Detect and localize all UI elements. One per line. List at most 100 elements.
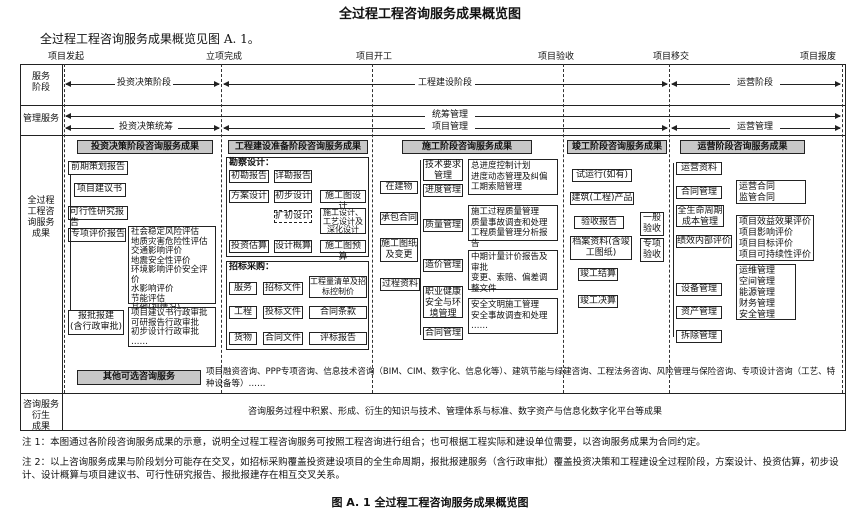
- result-box: 合同管理: [423, 327, 463, 340]
- result-box: 全生命周期成本管理: [676, 205, 724, 227]
- special-eval-list: 社会稳定风险评估 地质灾害危险性评估 交通影响评价 地震安全性评价 环境影响评价…: [128, 226, 216, 313]
- mgmt-overall: 统筹管理: [425, 110, 475, 121]
- result-box: 投资估算: [229, 240, 269, 253]
- result-box: 货物: [229, 332, 257, 345]
- stage-build: 工程建设阶段: [415, 78, 475, 89]
- page-title: 全过程工程咨询服务成果概览图: [338, 7, 521, 22]
- row-label-mgmt: 管理服务: [22, 114, 59, 124]
- result-box: 验收报告: [574, 216, 624, 229]
- result-box: 专项验收: [640, 238, 664, 262]
- milestone-approval: 立项完成: [206, 52, 243, 62]
- milestone-scrap: 项目报废: [800, 52, 837, 62]
- result-box: 职业健康安全与环境管理: [423, 286, 463, 319]
- approval-list: 项目建议书行政审批 可研报告行政审批 初步设计行政审批 ……: [128, 307, 216, 347]
- result-box: 竣工决算: [578, 295, 618, 308]
- milestone-line: [669, 64, 670, 393]
- milestone-start: 项目发起: [48, 52, 85, 62]
- result-box: 施工图设计: [320, 190, 366, 212]
- result-box: 建筑(工程)产品: [570, 192, 634, 205]
- detail-list: 施工过程质量管理 质量事故调查和处理 工程质量管理分析报告: [468, 205, 558, 249]
- milestone-line: [221, 64, 222, 393]
- phase-header-invest: 投资决策阶段咨询服务成果: [77, 140, 213, 154]
- result-box: 竣工结算: [578, 268, 618, 281]
- row-label-stage: 服务 阶段: [31, 72, 50, 93]
- milestone-construction: 项目开工: [356, 52, 393, 62]
- procurement-label: 招标采购：: [229, 262, 275, 272]
- milestone-acceptance: 项目验收: [538, 52, 575, 62]
- row-divider-2: [20, 135, 846, 136]
- result-box: 工程: [229, 306, 257, 319]
- note-1: 注 1：本图通过各阶段咨询服务成果的示意，说明全过程工程咨询服务可按照工程咨询进…: [22, 437, 706, 448]
- note-2: 注 2：以上咨询服务成果与阶段划分可能存在交叉，如招标采购覆盖投资建设项目的全生…: [22, 457, 839, 481]
- detail-list: 运维管理 空间管理 能源管理 财务管理 安全管理: [736, 264, 796, 320]
- result-box: 进度管理: [423, 184, 463, 197]
- approval-box: 报批报建 (含行政审批): [68, 310, 124, 335]
- result-box: 技术要求管理: [423, 159, 463, 181]
- milestone-line: [842, 64, 843, 393]
- detail-list: 中期计量计价报告及审批 变更、索赔、偏差调整文件: [468, 250, 558, 294]
- diagram-frame: [20, 64, 846, 431]
- mgmt-invest: 投资决策统筹: [114, 122, 178, 133]
- result-box: 专项评价报告: [68, 228, 126, 242]
- phase-header-ops: 运营阶段咨询服务成果: [680, 140, 805, 154]
- other-services-text: 项目融资咨询、PPP专项咨询、信息技术咨询（BIM、CIM、数字化、信息化等）、…: [206, 367, 836, 389]
- milestone-line: [372, 64, 373, 393]
- result-box: 过程资料: [380, 278, 420, 291]
- result-box: 初勘报告: [229, 170, 269, 183]
- result-box: 评标报告: [309, 332, 367, 345]
- detail-list: 运营合同 监管合同: [736, 180, 806, 204]
- phase-header-prep: 工程建设准备阶段咨询服务成果: [228, 140, 368, 154]
- label-column-divider: [62, 64, 63, 431]
- survey-design-label: 勘察设计：: [229, 158, 275, 168]
- milestone-handover: 项目移交: [653, 52, 690, 62]
- connector-line: [420, 160, 421, 335]
- phase-header-completion: 竣工阶段咨询服务成果: [567, 140, 667, 154]
- result-box: 初步设计: [274, 190, 312, 203]
- derived-text: 咨询服务过程中积累、形成、衍生的知识与技术、管理体系与标准、数字资产与信息化数字…: [247, 407, 662, 417]
- result-box: 投标文件: [263, 306, 303, 319]
- result-box: 合同文件: [263, 332, 303, 345]
- row-divider-3: [20, 393, 846, 394]
- result-box: 造价管理: [423, 259, 463, 272]
- result-box: 合同管理: [676, 186, 722, 199]
- other-services-label: 其他可选咨询服务: [77, 370, 201, 385]
- row-label-results: 全过程 工程咨 询服务 成果: [27, 196, 55, 239]
- result-box: 资产管理: [676, 306, 722, 319]
- result-box: 拆除管理: [676, 330, 722, 343]
- detail-list: 项目效益效果评价 项目影响评价 项目目标评价 项目可持续性评价: [736, 215, 814, 261]
- connector-line: [70, 175, 71, 311]
- result-box: 施工设计、工艺设计及深化设计: [320, 208, 366, 234]
- result-box: 工程量清单及招标控制价: [309, 276, 367, 298]
- detail-list: 总进度控制计划 进度动态管理及纠偏 工期索赔管理: [468, 159, 558, 195]
- stage-ops: 运营阶段: [730, 78, 780, 89]
- result-box: 一般验收: [640, 212, 664, 236]
- result-box: 运营资料: [676, 162, 722, 175]
- result-box: 可行性研究报告: [68, 206, 128, 228]
- figure-caption: 图 A. 1 全过程工程咨询服务成果概览图: [331, 496, 529, 509]
- result-box: 施工图纸及变更: [380, 238, 418, 262]
- result-box: 施工图预算: [320, 240, 366, 262]
- result-box: 档案资料(含竣工图纸): [570, 236, 632, 260]
- phase-header-construction: 施工阶段咨询服务成果: [402, 140, 532, 154]
- result-box-dashed: 扩初设计: [274, 210, 312, 223]
- result-box: 详勘报告: [274, 170, 312, 183]
- stage-invest: 投资决策阶段: [115, 78, 173, 89]
- milestone-line: [64, 64, 65, 393]
- milestone-line: [563, 64, 564, 393]
- mgmt-ops: 运营管理: [730, 122, 780, 133]
- row-divider-1: [20, 105, 846, 106]
- mgmt-project: 项目管理: [425, 122, 475, 133]
- result-box: 质量管理: [423, 219, 463, 232]
- result-box: 项目建议书: [74, 183, 126, 197]
- result-box: 前期策划报告: [68, 161, 128, 175]
- result-box: 绩效内部评价: [676, 235, 732, 248]
- result-box: 承包合同: [380, 212, 418, 225]
- result-box: 设备管理: [676, 283, 722, 296]
- intro-text: 全过程工程咨询服务成果概览见图 A. 1。: [40, 32, 260, 46]
- result-box: 方案设计: [229, 190, 269, 203]
- result-box: 服务: [229, 282, 257, 295]
- result-box: 合同条款: [309, 306, 367, 319]
- result-box: 在建物: [380, 181, 418, 194]
- connector-line: [673, 163, 674, 337]
- detail-list: 安全文明施工管理 安全事故调查和处理 ……: [468, 298, 558, 334]
